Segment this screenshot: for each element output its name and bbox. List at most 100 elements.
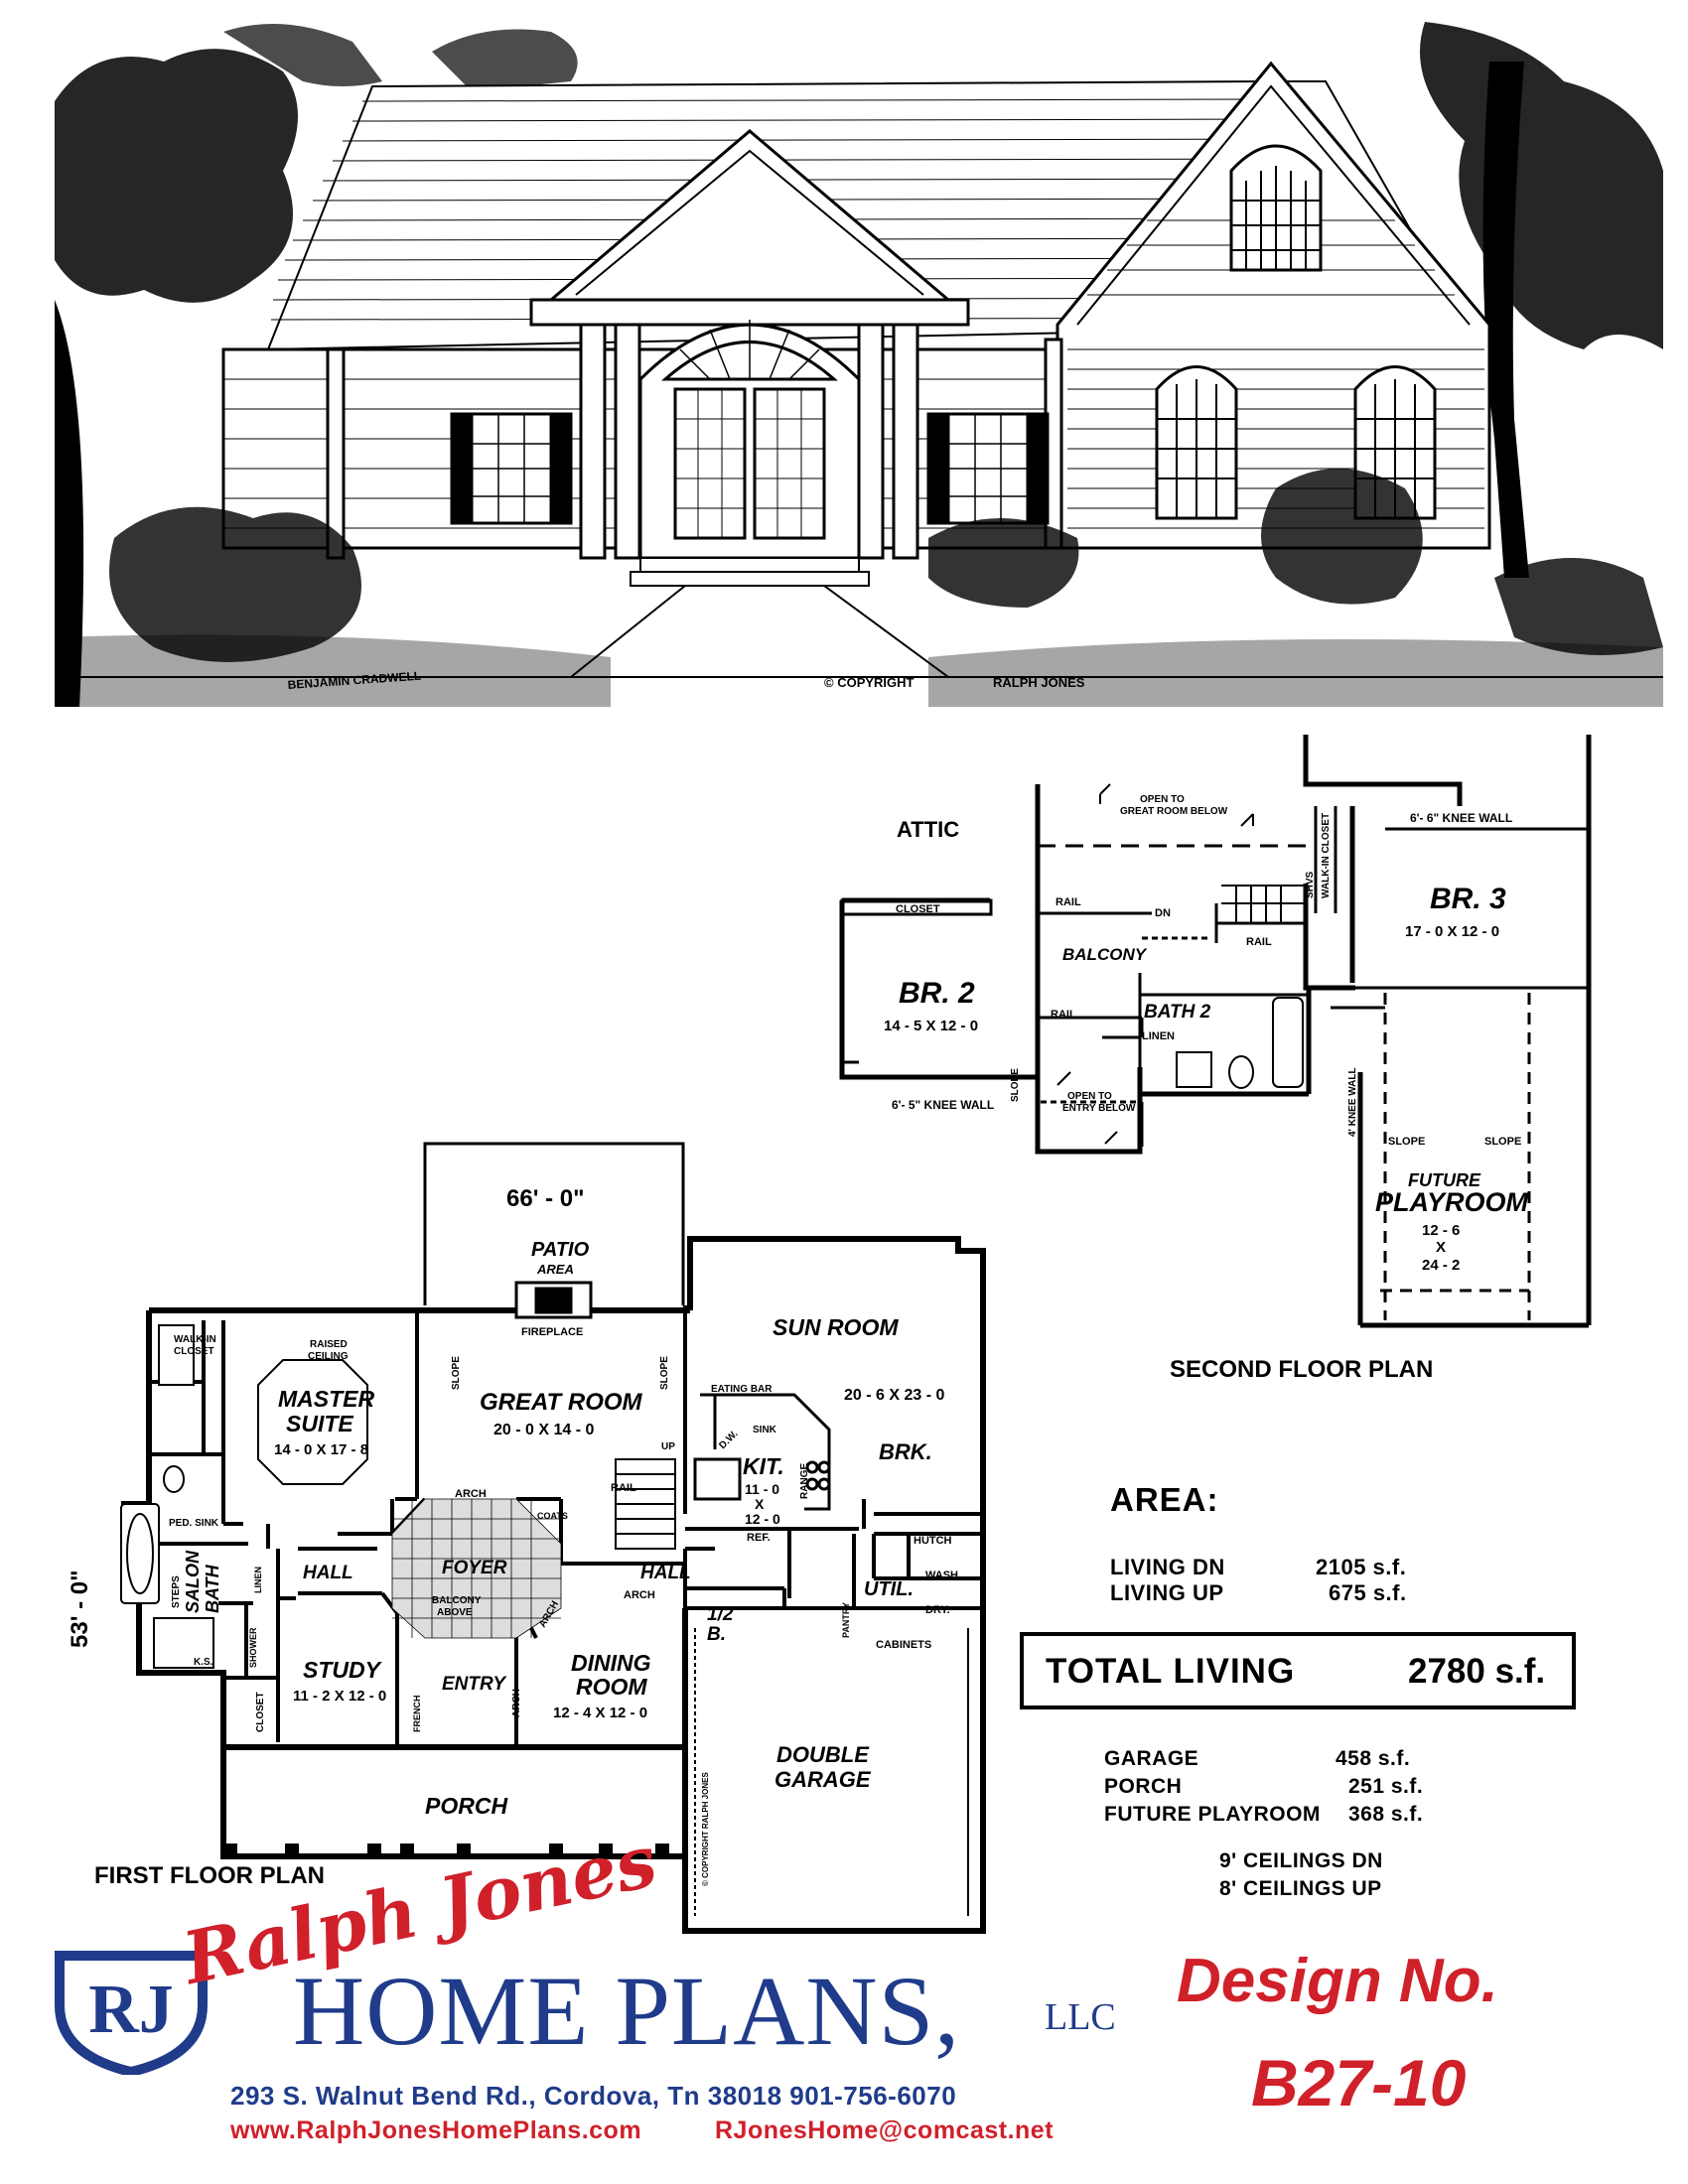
playroom-size-a: 12 - 6 (1422, 1222, 1460, 1239)
shelves-label: SHVS (1305, 871, 1316, 898)
walkin-closet-label: WALK-IN CLOSET (1321, 813, 1332, 898)
wash-label: WASH (925, 1570, 958, 1581)
suite-label: SUITE (286, 1411, 353, 1436)
arch-label-1: ARCH (455, 1488, 487, 1500)
garage-copyright: © COPYRIGHT RALPH JONES (701, 1772, 710, 1886)
brk-label: BRK. (879, 1439, 932, 1464)
coats-label: COATS (537, 1511, 568, 1521)
playroom-size-x: X (1436, 1239, 1446, 1256)
double-label: DOUBLE (776, 1742, 870, 1767)
shower-label: SHOWER (248, 1627, 258, 1668)
playroom-area-value: 368 s.f. (1348, 1803, 1424, 1826)
room-label: ROOM (576, 1674, 647, 1700)
fireplace-label: FIREPLACE (521, 1326, 583, 1338)
master-label: MASTER (278, 1386, 375, 1412)
foyer-label: FOYER (442, 1558, 507, 1578)
balcony-above-2: ABOVE (437, 1607, 473, 1618)
sun-room-label: SUN ROOM (773, 1314, 899, 1340)
great-room-label: GREAT ROOM (480, 1389, 643, 1416)
open-entry-label-2: ENTRY BELOW (1062, 1103, 1136, 1114)
total-living-label: TOTAL LIVING (1046, 1652, 1296, 1691)
salon-label: SALON (183, 1550, 203, 1613)
linen-label: LINEN (1142, 1030, 1175, 1042)
study-size: 11 - 2 X 12 - 0 (293, 1688, 386, 1705)
garage-area-value: 458 s.f. (1336, 1747, 1411, 1770)
br2-label: BR. 2 (899, 977, 975, 1010)
slope-label-gr-1: SLOPE (451, 1356, 462, 1390)
br3-size: 17 - 0 X 12 - 0 (1405, 923, 1499, 940)
patio-outline (423, 1142, 685, 1305)
kitchen-counter (693, 1393, 831, 1511)
walkway (568, 557, 952, 678)
dn-label: DN (1155, 907, 1171, 919)
slope-label-br2: SLOPE (1010, 1068, 1021, 1102)
ks-label: K.S. (194, 1657, 213, 1668)
dry-label: DRY. (925, 1604, 950, 1616)
first-floor-plan: 66' - 0" 53' - 0" PATIO AREA FIREPLACE S… (67, 1142, 986, 1934)
second-floor-interior-walls (840, 806, 1589, 1320)
slope-label-play-1: SLOPE (1388, 1136, 1425, 1148)
patio-label: PATIO (531, 1239, 590, 1261)
bath2-label: BATH 2 (1144, 1002, 1211, 1023)
attic-label: ATTIC (897, 817, 959, 842)
ceilings-up: 8' CEILINGS UP (1219, 1877, 1382, 1900)
kit-label: KIT. (743, 1453, 784, 1479)
range-label: RANGE (799, 1463, 810, 1499)
rail-label-2: RAIL (1246, 936, 1272, 948)
study-label: STUDY (303, 1657, 383, 1683)
french-label: FRENCH (412, 1696, 422, 1733)
closet-ff: CLOSET (255, 1692, 266, 1732)
dining-size: 12 - 4 X 12 - 0 (553, 1705, 647, 1721)
front-windows (450, 412, 1050, 525)
living-up-label: LIVING UP (1110, 1580, 1224, 1605)
kit-size-a: 11 - 0 (745, 1481, 779, 1497)
sun-room-size: 20 - 6 X 23 - 0 (844, 1387, 944, 1404)
tree-trunk-left (55, 300, 84, 707)
playroom-future: FUTURE (1408, 1170, 1481, 1190)
house-elevation-drawing: © COPYRIGHT RALPH JONES BENJAMIN CRADWEL… (55, 22, 1663, 707)
ref-label: REF. (747, 1532, 771, 1544)
first-floor-stairs (615, 1458, 676, 1550)
porch-area-label: PORCH (1104, 1775, 1183, 1798)
playroom-label: PLAYROOM (1375, 1187, 1529, 1217)
garage-details (694, 1628, 969, 1916)
rail-label-3: RAIL (1051, 1009, 1076, 1021)
tree-trunk-right (1482, 62, 1529, 578)
pantry-label: PANTRY (841, 1602, 851, 1638)
depth-dimension: 53' - 0" (67, 1570, 93, 1648)
slope-label-gr-2: SLOPE (659, 1356, 670, 1390)
first-floor-caption: FIRST FLOOR PLAN (94, 1862, 325, 1889)
open-great-room-label-2: GREAT ROOM BELOW (1120, 806, 1228, 817)
great-room-size: 20 - 0 X 14 - 0 (493, 1422, 594, 1438)
fireplace-symbol (514, 1281, 593, 1319)
rj-shield-logo: RJ (55, 1951, 208, 2075)
company-suffix: LLC (1045, 1996, 1116, 2038)
website-link[interactable]: www.RalphJonesHomePlans.com (230, 2116, 642, 2144)
util-label: UTIL. (864, 1578, 914, 1600)
email-link[interactable]: RJonesHome@comcast.net (715, 2116, 1055, 2144)
porch-label: PORCH (425, 1793, 507, 1819)
br3-label: BR. 3 (1430, 883, 1506, 915)
hutch-label: HUTCH (914, 1535, 952, 1547)
master-size: 14 - 0 X 17 - 8 (274, 1441, 368, 1458)
balcony-label: BALCONY (1062, 945, 1148, 964)
porch-columns-plan (223, 1843, 669, 1857)
steps-label: STEPS (171, 1575, 182, 1608)
rail-label-ff: RAIL (611, 1482, 636, 1494)
porch-area-value: 251 s.f. (1348, 1775, 1424, 1798)
ceiling-label: CEILING (308, 1351, 349, 1362)
center-gable (529, 129, 970, 560)
width-dimension: 66' - 0" (506, 1185, 584, 1212)
raised-label: RAISED (310, 1339, 348, 1350)
slope-label-play-2: SLOPE (1484, 1136, 1521, 1148)
garage-area-label: GARAGE (1104, 1747, 1199, 1770)
walkin-closet-ff-2: CLOSET (174, 1346, 214, 1357)
elevation-author: RALPH JONES (993, 675, 1085, 690)
arch-label-2: ARCH (624, 1589, 655, 1601)
open-great-room-label: OPEN TO (1140, 794, 1185, 805)
open-entry-label: OPEN TO (1067, 1091, 1112, 1102)
patio-area-label: AREA (536, 1262, 574, 1277)
arch-label-3: ARCH (511, 1689, 522, 1717)
foyer-tile (391, 1498, 562, 1639)
bath-label: BATH (203, 1564, 222, 1613)
